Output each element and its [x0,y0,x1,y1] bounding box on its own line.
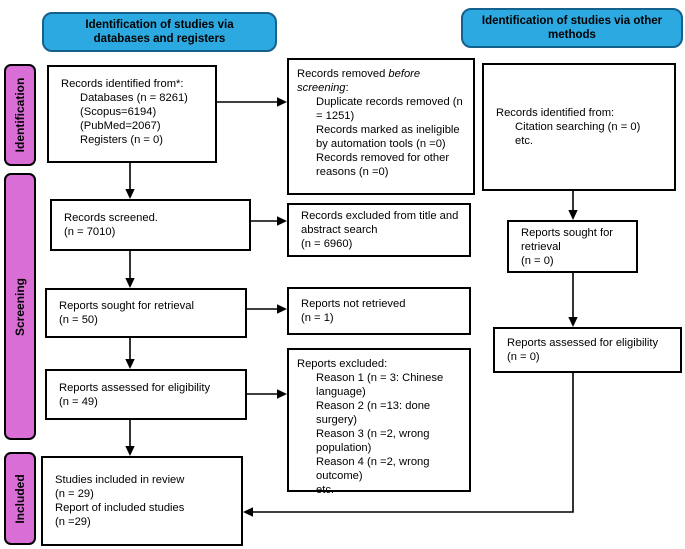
box-line: Records marked as ineligible by automati… [316,124,460,150]
header-databases-registers: Identification of studies via databases … [42,12,277,52]
box-other-reports-sought: Reports sought for retrieval (n = 0) [507,220,638,273]
box-line: Records screened. [64,212,158,224]
box-line: (n = 0) [507,351,540,363]
arrow-identified-to-removed [217,97,287,107]
box-line: Reports assessed for eligibility [507,337,659,349]
box-records-removed: Records removed before screening: Duplic… [287,58,475,195]
box-line: (n = 1) [301,312,334,324]
box-line: (Scopus=6194) [80,106,157,118]
box-line: (n = 0) [521,254,554,267]
stage-identification: Identification [4,64,36,166]
box-title: Records removed before screening: [297,68,421,94]
box-line: Records excluded from title and abstract… [301,210,459,236]
box-line: (n = 6960) [301,238,353,250]
box-line: Reports sought for retrieval [59,300,194,312]
stage-identification-label: Identification [13,77,27,153]
box-line: (n = 29) [55,488,94,500]
arrow-screened-to-sought [125,251,135,288]
box-line: Databases (n = 8261) [80,92,188,104]
stage-screening: Screening [4,173,36,440]
arrow-sought-to-not-retrieved [247,304,287,314]
box-line: Studies included in review [55,474,185,486]
box-line: Reports sought for retrieval [521,226,614,253]
box-line: Reports not retrieved [301,298,406,310]
arrow-other-sought-to-assessed [568,273,578,327]
box-line: Reports assessed for eligibility [59,381,211,394]
stage-included: Included [4,452,36,545]
box-line: (n = 49) [59,395,98,408]
box-title: Records identified from*: [61,78,184,90]
arrow-screened-to-excluded [251,216,287,226]
arrow-other-identified-to-sought [568,191,578,220]
box-line: etc. [316,484,335,496]
box-line: Reason 4 (n =2, wrong outcome) [316,456,430,482]
box-reports-excluded: Reports excluded: Reason 1 (n = 3: Chine… [287,348,471,496]
header-other-methods: Identification of studies via other meth… [461,8,683,48]
stage-screening-label: Screening [13,277,27,336]
box-line: Records removed for other reasons (n =0) [316,152,450,178]
arrow-assessed-to-reports-excluded [247,389,287,399]
header-other-methods-label: Identification of studies via other meth… [481,14,663,41]
box-title: Records identified from: [496,107,615,119]
box-reports-sought: Reports sought for retrieval (n = 50) [45,288,247,338]
box-line: Registers (n = 0) [80,134,164,146]
box-records-identified: Records identified from*: Databases (n =… [47,65,217,163]
stage-included-label: Included [13,473,27,524]
box-line: Citation searching (n = 0) [515,121,641,133]
box-records-excluded: Records excluded from title and abstract… [287,203,471,257]
box-line: (n =29) [55,516,91,528]
box-other-records-identified: Records identified from: Citation search… [482,63,676,191]
box-reports-assessed: Reports assessed for eligibility (n = 49… [45,369,247,420]
box-line: etc. [515,135,534,147]
box-line: (PubMed=2067) [80,120,161,132]
box-reports-not-retrieved: Reports not retrieved (n = 1) [287,287,471,335]
box-title: Reports excluded: [297,358,388,370]
header-databases-registers-label: Identification of studies via databases … [85,18,234,45]
arrow-identified-to-screened [125,163,135,199]
box-line: Reason 1 (n = 3: Chinese language) [316,372,444,398]
box-line: Duplicate records removed (n = 1251) [316,96,463,122]
box-records-screened: Records screened. (n = 7010) [50,199,251,251]
arrow-assessed-to-included [125,420,135,456]
box-studies-included: Studies included in review (n = 29) Repo… [41,456,243,546]
box-line: Report of included studies [55,502,185,514]
box-line: (n = 7010) [64,226,116,238]
box-other-reports-assessed: Reports assessed for eligibility (n = 0) [493,327,682,373]
box-line: Reason 3 (n =2, wrong population) [316,428,430,454]
arrow-sought-to-assessed [125,338,135,369]
box-line: (n = 50) [59,314,98,326]
box-line: Reason 2 (n =13: done surgery) [316,400,431,426]
arrow-other-assessed-to-included [243,373,574,517]
